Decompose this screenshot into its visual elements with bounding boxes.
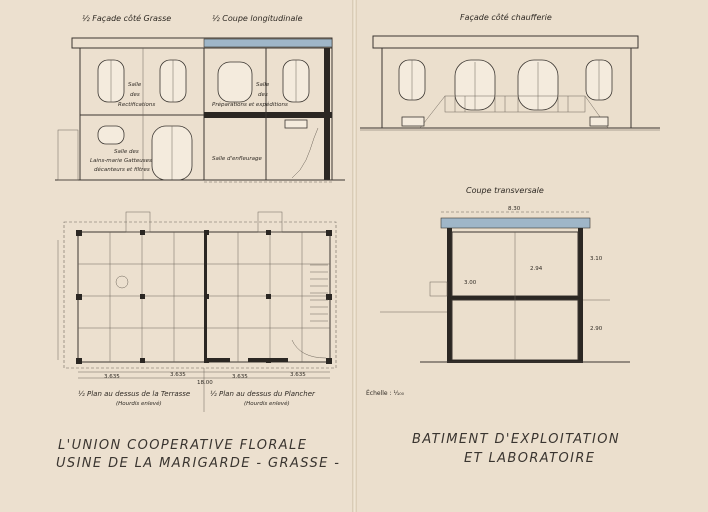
room-label: Salle des (114, 149, 139, 155)
facade-grasse-label: ½ Façade côté Grasse (82, 14, 172, 23)
title-line-1: BATIMENT D'EXPLOITATION (412, 432, 620, 447)
room-label: Salle (128, 82, 142, 88)
section-width-dimension: 8.30 (508, 206, 521, 212)
room-label: décanteurs et filtres (94, 167, 150, 173)
room-label: Préparations et expéditions (212, 102, 288, 108)
room-label: des (258, 92, 268, 98)
plan-terrasse-label: ½ Plan au dessus de la Terrasse (78, 390, 191, 398)
plan-dimension: 3.635 (232, 374, 248, 380)
coupe-transversale-drawing (380, 211, 630, 363)
room-label: Rectifications (118, 102, 156, 108)
room-label: des (130, 92, 140, 98)
scale-label: Échelle : ¹⁄₁₀₀ (366, 390, 405, 397)
plan-plancher-sublabel: (Hourdis enlevé) (244, 401, 290, 407)
plan-dimension: 3.635 (290, 372, 306, 378)
title-line-1: L'UNION COOPERATIVE FLORALE (58, 438, 308, 453)
room-label: Salle d'enfleurage (212, 156, 262, 162)
facade-chaufferie-drawing (360, 35, 660, 131)
plan-drawing (57, 211, 337, 412)
coupe-longitudinale-label: ½ Coupe longitudinale (212, 14, 303, 23)
plan-dimension: 3.635 (170, 372, 186, 378)
room-label: Lains-marie Gatteuses (90, 158, 152, 164)
page-fold (352, 0, 357, 512)
section-dimension: 2.94 (530, 266, 543, 272)
section-dimension: 3.10 (590, 256, 603, 262)
section-dimension: 2.90 (590, 326, 603, 332)
facade-chaufferie-label: Façade côté chaufferie (460, 13, 552, 22)
title-line-2: ET LABORATOIRE (464, 451, 596, 466)
plan-total-dimension: 18.00 (197, 380, 213, 386)
title-line-2: USINE DE LA MARIGARDE - GRASSE - (56, 456, 341, 471)
section-dimension: 3.00 (464, 280, 477, 286)
room-label: Salle (256, 82, 270, 88)
plan-dimension: 3.635 (104, 374, 120, 380)
plan-plancher-label: ½ Plan au dessus du Plancher (210, 390, 315, 398)
plan-terrasse-sublabel: (Hourdis enlevé) (116, 401, 162, 407)
coupe-transversale-label: Coupe transversale (466, 186, 544, 195)
facade-grasse-drawing (55, 37, 345, 183)
